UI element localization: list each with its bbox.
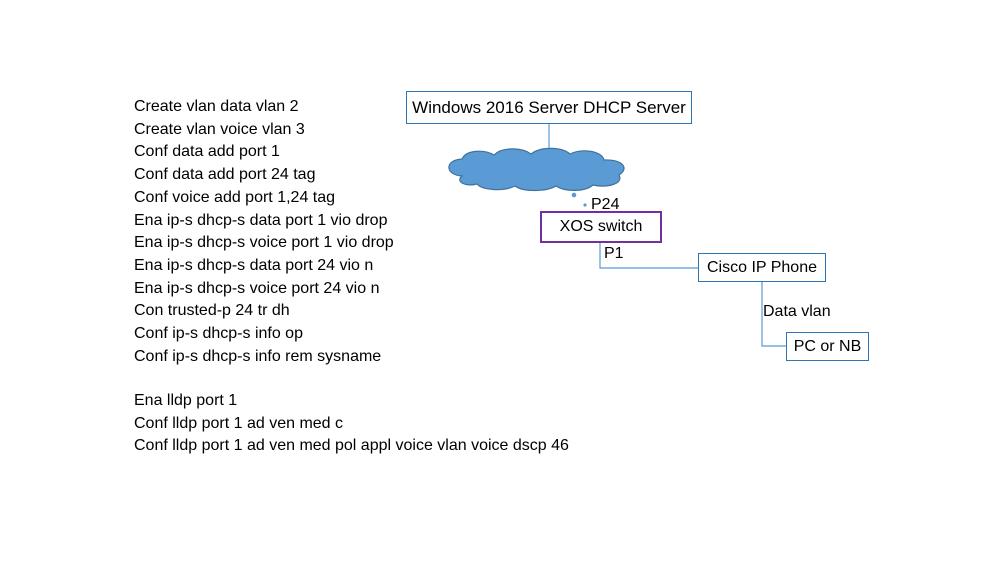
command-line: Create vlan voice vlan 3 [134, 120, 305, 138]
port-p1-label: P1 [604, 245, 624, 262]
connector-dot [571, 192, 577, 198]
ip-phone-label: Cisco IP Phone [707, 258, 817, 276]
data-vlan-label: Data vlan [763, 303, 831, 320]
command-line: Con trusted-p 24 tr dh [134, 302, 290, 320]
dhcp-server-box: Windows 2016 Server DHCP Server [406, 91, 692, 124]
command-line: Conf data add port 24 tag [134, 166, 316, 184]
command-line: Ena ip-s dhcp-s voice port 1 vio drop [134, 234, 394, 252]
ip-phone-box: Cisco IP Phone [698, 253, 826, 282]
xos-switch-box: XOS switch [540, 211, 662, 243]
command-line: Ena ip-s dhcp-s data port 1 vio drop [134, 211, 388, 229]
command-line: Conf voice add port 1,24 tag [134, 188, 336, 206]
phone-pc-link [761, 282, 786, 347]
command-line: Conf ip-s dhcp-s info op [134, 325, 303, 343]
command-line: Conf lldp port 1 ad ven med pol appl voi… [134, 437, 569, 455]
pc-box: PC or NB [786, 332, 869, 361]
connector-dot [583, 203, 587, 207]
command-list-vlan-dhcp: Create vlan data vlan 2 Create vlan voic… [134, 96, 394, 368]
switch-phone-link [599, 243, 698, 269]
command-line: Conf lldp port 1 ad ven med c [134, 414, 344, 432]
command-line: Conf data add port 1 [134, 143, 280, 161]
command-line: Create vlan data vlan 2 [134, 98, 299, 115]
command-line: Ena ip-s dhcp-s voice port 24 vio n [134, 279, 380, 297]
xos-switch-label: XOS switch [559, 218, 643, 235]
dhcp-server-label: Windows 2016 Server DHCP Server [412, 97, 686, 117]
port-p24-label: P24 [591, 196, 620, 213]
command-list-lldp: Ena lldp port 1 Conf lldp port 1 ad ven … [134, 390, 569, 458]
command-line: Ena ip-s dhcp-s data port 24 vio n [134, 256, 374, 274]
network-cloud-icon [448, 147, 625, 192]
pc-label: PC or NB [793, 337, 862, 355]
command-line: Conf ip-s dhcp-s info rem sysname [134, 347, 382, 365]
command-line: Ena lldp port 1 [134, 392, 238, 409]
